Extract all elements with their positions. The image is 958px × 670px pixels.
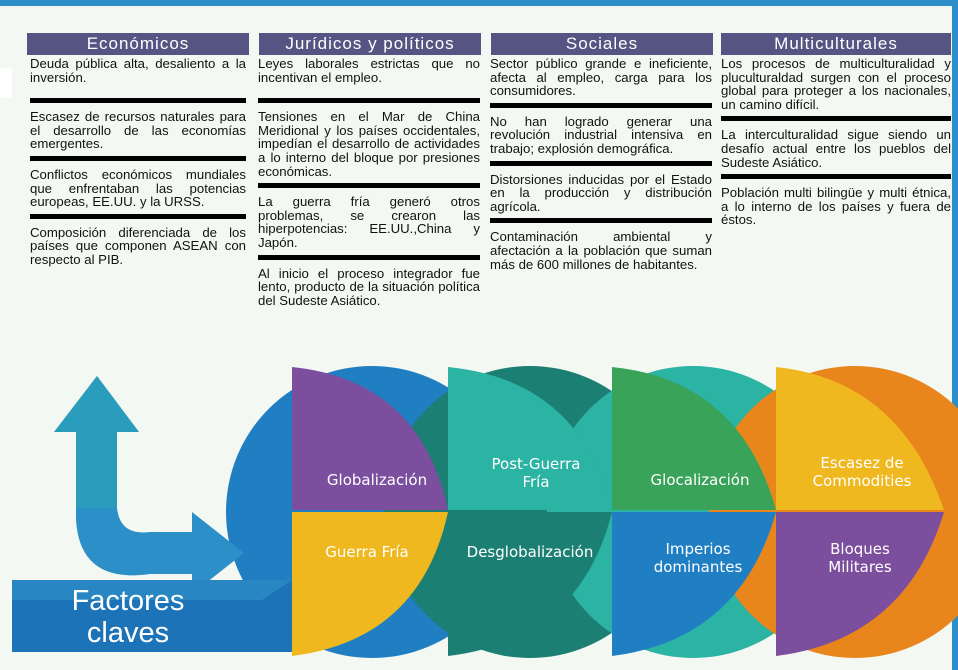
list-item: Los procesos de multiculturalidad y pluc… (721, 56, 951, 112)
petal-bloques-militares (776, 512, 944, 656)
header-juridicos-politicos: Jurídicos y políticos (259, 33, 481, 55)
label-glocalizacion: Glocalización (651, 471, 750, 489)
list-item: Distorsiones inducidas por el Estado en … (490, 171, 712, 214)
label-imperios: Imperios (665, 540, 730, 558)
divider (490, 102, 712, 108)
list-item: Población multi bilingüe y multi étnica,… (721, 185, 951, 228)
divider (258, 98, 480, 104)
petal-globalizacion (292, 367, 448, 510)
column-multiculturales: Los procesos de multiculturalidad y pluc… (721, 57, 951, 227)
list-item: Tensiones en el Mar de China Meridional … (258, 109, 480, 179)
label-militares: Militares (828, 558, 892, 576)
label-desglobalizacion: Desglobalización (467, 543, 594, 561)
divider (30, 213, 246, 219)
petal-escasez-commodities (776, 367, 944, 510)
list-item: Al inicio el proceso integrador fue lent… (258, 265, 480, 308)
divider (30, 98, 246, 104)
divider (258, 254, 480, 260)
list-item: Contaminación ambiental y afectación a l… (490, 229, 712, 272)
petal-desglobalizacion (448, 512, 612, 656)
petal-post-guerra-fria (448, 367, 612, 510)
list-item: Conflictos económicos mundiales que enfr… (30, 166, 246, 210)
header-economicos: Económicos (27, 33, 249, 55)
top-border (0, 0, 958, 6)
column-juridicos-politicos: Leyes laborales estrictas que no incenti… (258, 57, 480, 307)
list-item: No han logrado generar una revolución in… (490, 113, 712, 156)
list-item: Escasez de recursos naturales para el de… (30, 109, 246, 152)
list-item: Composición diferenciada de los países q… (30, 224, 246, 267)
column-economicos: Deuda pública alta, desaliento a la inve… (30, 57, 246, 267)
divider (490, 218, 712, 224)
petal-imperios-dominantes (612, 512, 776, 656)
list-item: Deuda pública alta, desaliento a la inve… (30, 56, 246, 85)
list-item: La interculturalidad sigue siendo un des… (721, 127, 951, 170)
list-item: Sector público grande e ineficiente, afe… (490, 56, 712, 99)
column-sociales: Sector público grande e ineficiente, afe… (490, 57, 712, 271)
divider (258, 183, 480, 189)
factors-title-line2: claves (87, 617, 169, 649)
label-dominantes: dominantes (654, 558, 743, 576)
divider (721, 116, 951, 122)
label-commodities: Commodities (813, 472, 912, 490)
label-fria: Fría (522, 473, 549, 491)
list-item: Leyes laborales estrictas que no incenti… (258, 56, 480, 85)
header-sociales: Sociales (491, 33, 713, 55)
factors-title-line1: Factores (72, 585, 185, 617)
label-escasez-de: Escasez de (820, 454, 903, 472)
right-border (952, 0, 958, 670)
petal-glocalizacion (612, 367, 776, 510)
label-globalizacion: Globalización (327, 471, 427, 489)
list-item: La guerra fría generó otros problemas, s… (258, 194, 480, 250)
divider (721, 174, 951, 180)
divider (490, 160, 712, 166)
label-post-guerra: Post-Guerra (492, 455, 581, 473)
label-bloques: Bloques (830, 540, 890, 558)
header-multiculturales: Multiculturales (721, 33, 951, 55)
branching-arrow-icon (12, 376, 292, 652)
label-guerra-fria: Guerra Fría (325, 543, 408, 561)
petal-guerra-fria (292, 512, 448, 656)
divider (30, 155, 246, 161)
left-mask (0, 68, 12, 98)
